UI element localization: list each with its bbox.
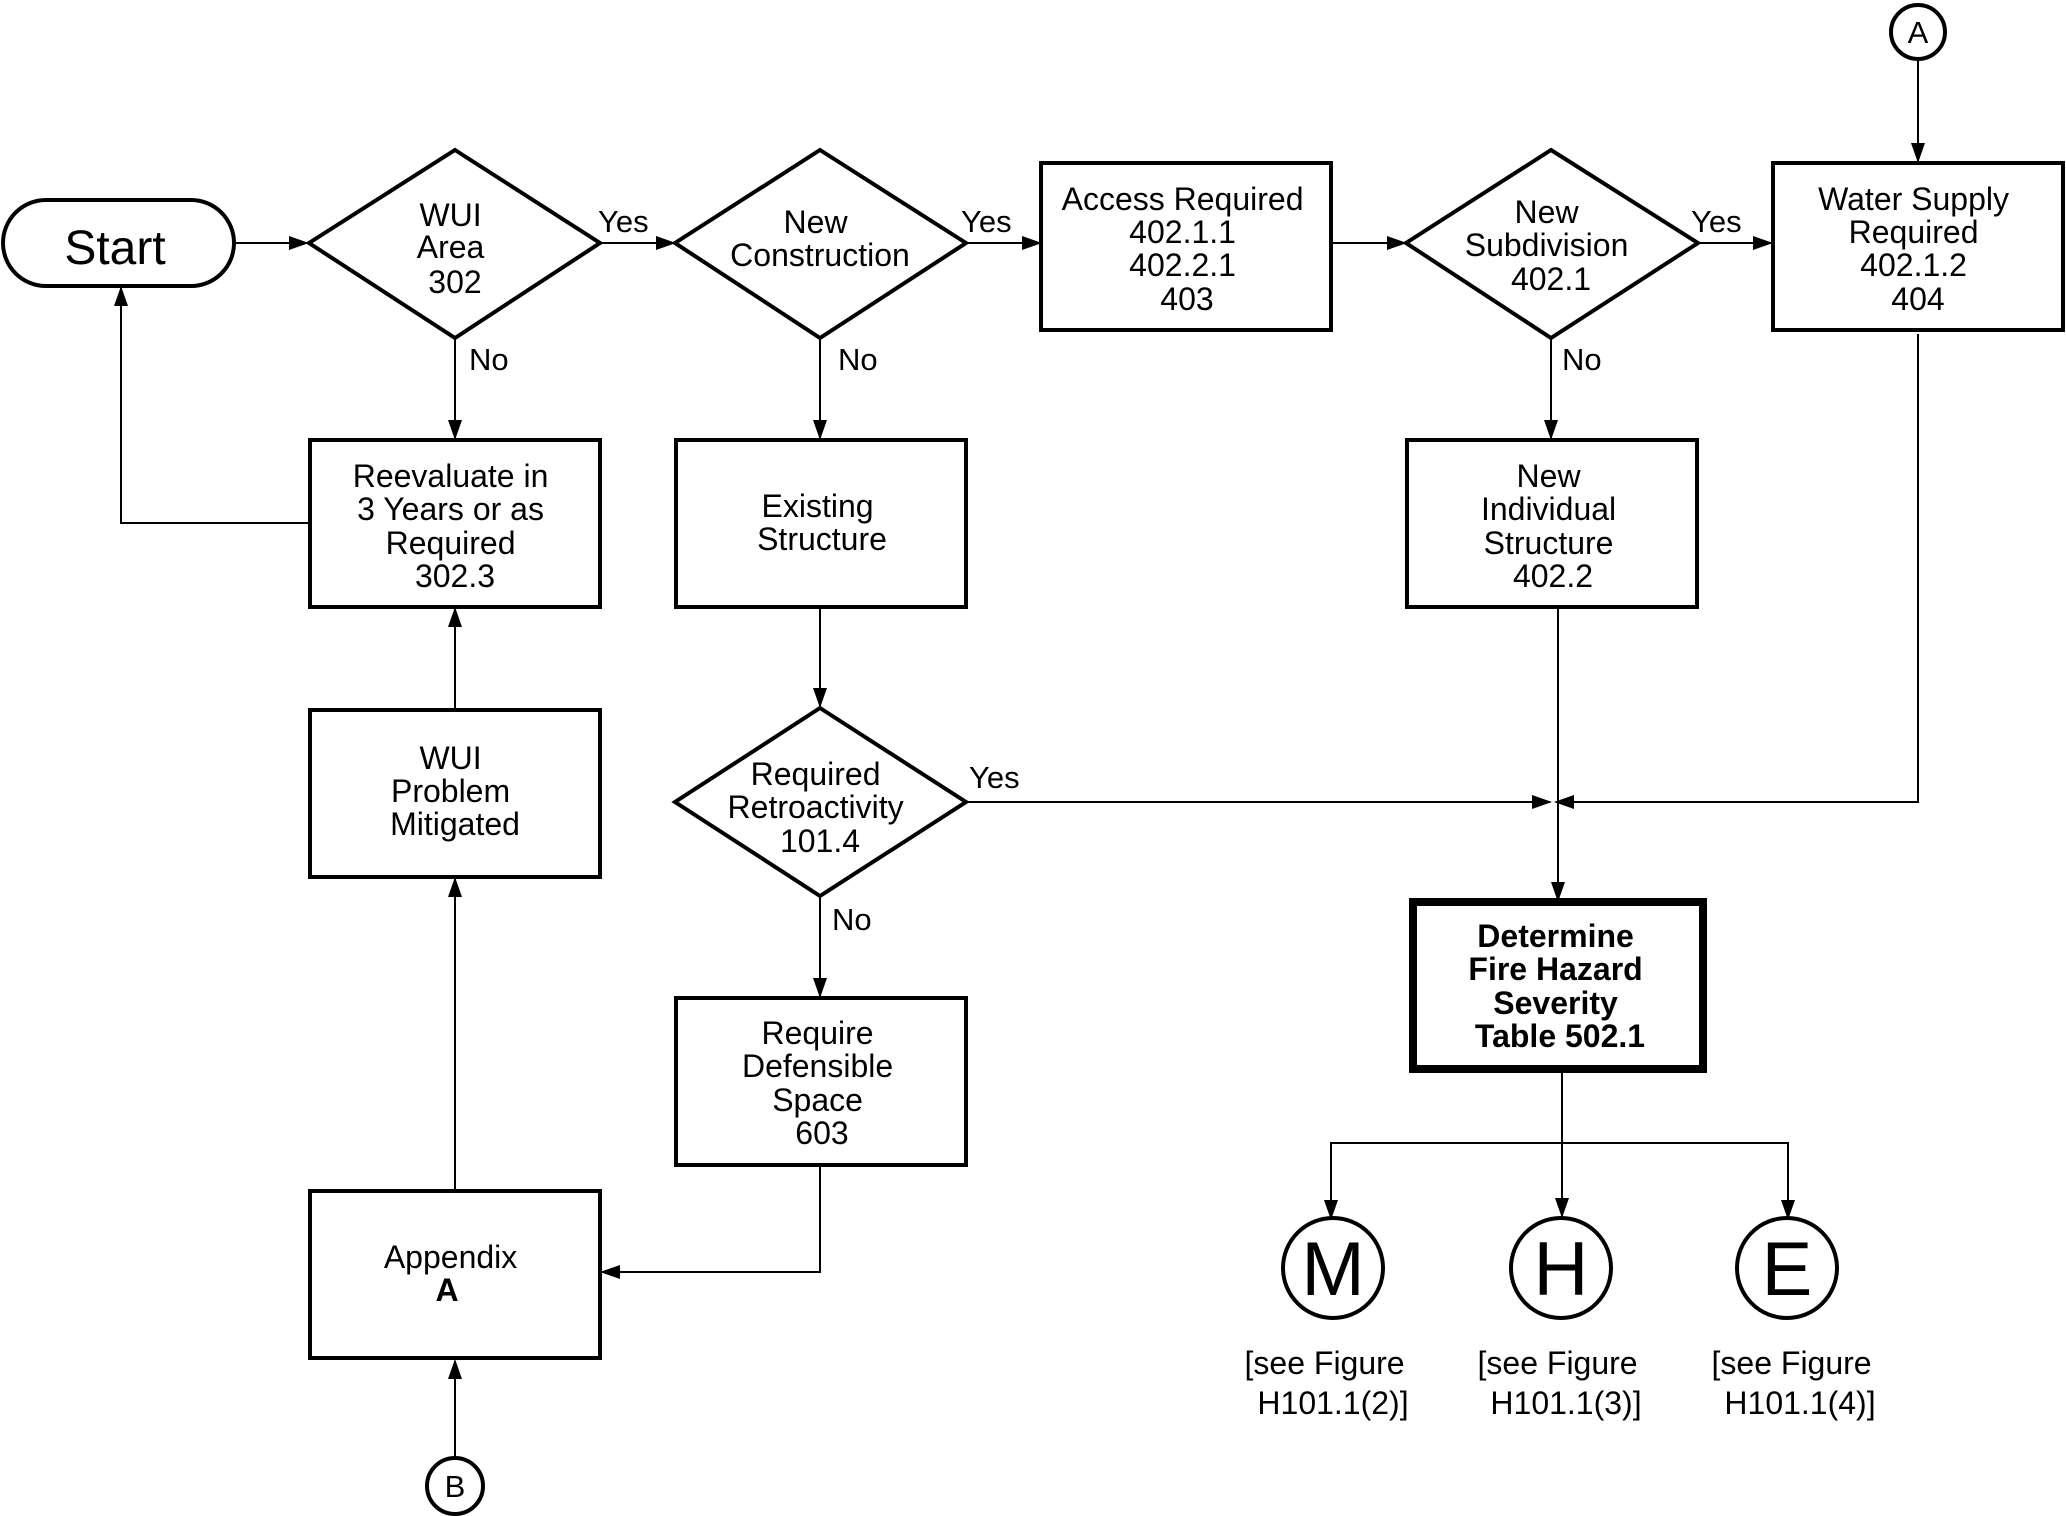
connector-label: B bbox=[445, 1469, 466, 1504]
process-require-defensible: Require Defensible Space 603 bbox=[674, 996, 968, 1167]
connector-label: A bbox=[1908, 15, 1929, 50]
decision-shape bbox=[1402, 147, 1702, 341]
process-label: Water Supply Required 402.1.2 404 bbox=[1818, 181, 2018, 317]
process-appendix: Appendix A bbox=[308, 1189, 602, 1360]
decision-shape bbox=[671, 705, 970, 899]
decision-new-subdivision: New Subdivision 402.1 bbox=[1402, 147, 1702, 341]
decision-label: Required Retroactivity 101.4 bbox=[728, 756, 913, 859]
process-shape bbox=[1409, 898, 1707, 1073]
start-shape bbox=[1, 198, 236, 288]
yes-label-wui: Yes bbox=[598, 204, 649, 239]
yes-label-newconstruction: Yes bbox=[961, 204, 1012, 239]
decision-shape bbox=[671, 147, 970, 341]
process-label: Require Defensible Space 603 bbox=[742, 1015, 902, 1151]
process-shape bbox=[674, 996, 968, 1167]
connector-a: A bbox=[1889, 3, 1947, 61]
process-label: Appendix A bbox=[384, 1239, 526, 1308]
edge-labels: Yes Yes Yes Yes No No No No bbox=[469, 204, 1742, 937]
outcome-caption: [see Figure H101.1(4)] bbox=[1712, 1345, 1881, 1421]
process-shape bbox=[308, 708, 602, 879]
outcome-shape bbox=[1281, 1216, 1385, 1320]
decision-label: New Subdivision 402.1 bbox=[1465, 194, 1638, 297]
edge-branch-bar bbox=[1330, 1142, 1789, 1216]
outcome-caption: [see Figure H101.1(2)] bbox=[1245, 1345, 1414, 1421]
outcome-h: H [see Figure H101.1(3)] bbox=[1478, 1216, 1647, 1421]
outcome-caption: [see Figure H101.1(3)] bbox=[1478, 1345, 1647, 1421]
process-label: Existing Structure bbox=[757, 488, 887, 557]
no-label-wui: No bbox=[469, 342, 509, 377]
outcome-e: E [see Figure H101.1(4)] bbox=[1712, 1216, 1881, 1421]
process-shape bbox=[308, 1189, 602, 1360]
process-shape bbox=[308, 438, 602, 609]
process-shape bbox=[1405, 438, 1699, 609]
outcome-shape bbox=[1735, 1216, 1839, 1320]
process-access-required: Access Required 402.1.1 402.2.1 403 bbox=[1039, 161, 1333, 332]
process-label: Determine Fire Hazard Severity Table 502… bbox=[1468, 918, 1651, 1054]
process-shape bbox=[1771, 161, 2065, 332]
process-new-individual: New Individual Structure 402.2 bbox=[1405, 438, 1699, 609]
edge-defensible-appendix bbox=[600, 1165, 821, 1279]
start-terminal: Start bbox=[1, 198, 236, 288]
yes-label-retro: Yes bbox=[969, 760, 1020, 795]
process-label: WUI Problem Mitigated bbox=[390, 740, 520, 842]
process-label: Reevaluate in 3 Years or as Required 302… bbox=[353, 458, 558, 594]
edge-water-junction bbox=[1554, 334, 1919, 809]
process-label: Access Required 402.1.1 402.2.1 403 bbox=[1062, 181, 1313, 317]
decision-label: New Construction bbox=[730, 204, 910, 273]
outcome-shape bbox=[1509, 1216, 1613, 1320]
process-determine-severity: Determine Fire Hazard Severity Table 502… bbox=[1409, 898, 1707, 1073]
process-label: New Individual Structure 402.2 bbox=[1481, 458, 1625, 594]
decision-new-construction: New Construction bbox=[671, 147, 970, 341]
start-label: Start bbox=[64, 222, 165, 275]
process-reevaluate: Reevaluate in 3 Years or as Required 302… bbox=[308, 438, 602, 609]
outcome-m: M [see Figure H101.1(2)] bbox=[1245, 1216, 1414, 1421]
decision-required-retroactivity: Required Retroactivity 101.4 bbox=[671, 705, 970, 899]
process-existing-structure: Existing Structure bbox=[674, 438, 968, 609]
decision-label: WUI Area 302 bbox=[417, 197, 493, 300]
no-label-retro: No bbox=[832, 902, 872, 937]
decision-shape bbox=[305, 147, 604, 341]
process-shape bbox=[674, 438, 968, 609]
outcome-letter: E bbox=[1762, 1227, 1813, 1312]
no-label-newconstruction: No bbox=[838, 342, 878, 377]
no-label-subdivision: No bbox=[1562, 342, 1602, 377]
outcome-letter: M bbox=[1301, 1227, 1364, 1312]
edge-reevaluate-start bbox=[114, 286, 309, 524]
process-water-supply: Water Supply Required 402.1.2 404 bbox=[1771, 161, 2065, 332]
yes-label-subdivision: Yes bbox=[1691, 204, 1742, 239]
process-wui-mitigated: WUI Problem Mitigated bbox=[308, 708, 602, 879]
connector-b: B bbox=[425, 1456, 485, 1516]
decision-wui-area: WUI Area 302 bbox=[305, 147, 604, 341]
connector-shape bbox=[1889, 3, 1947, 61]
connector-shape bbox=[425, 1456, 485, 1516]
process-shape bbox=[1039, 161, 1333, 332]
edges bbox=[114, 58, 1925, 1459]
outcome-letter: H bbox=[1534, 1227, 1589, 1312]
